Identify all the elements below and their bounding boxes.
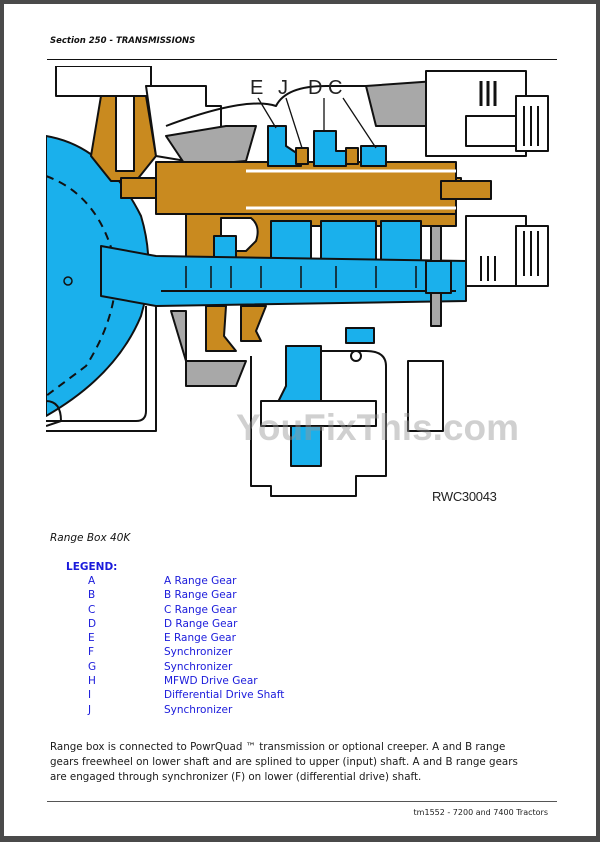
legend-label: MFWD Drive Gear [164,675,258,688]
legend-item: B B Range Gear [88,589,284,603]
footer-manual-id: tm1552 - 7200 and 7400 Tractors [413,808,548,817]
range-box-cutaway-diagram: E J D C [46,66,560,518]
legend-key: B [88,589,96,602]
gear-c [360,145,387,167]
legend-item: D D Range Gear [88,618,284,632]
legend-item: J Synchronizer [88,704,284,718]
legend-label: A Range Gear [164,575,237,587]
description-line: are engaged through synchronizer (F) on … [50,771,422,783]
callout-e: E [250,77,263,99]
input-shaft-end [440,180,492,200]
mfwd-port [350,350,362,362]
description-line: Range box is connected to PowrQuad ™ tra… [50,741,506,753]
lower-orange-gear-right [240,305,267,342]
legend-key: I [88,689,92,702]
mfwd-upper-blue [345,327,375,344]
legend-label: C Range Gear [164,603,237,616]
legend-label: Synchronizer [164,660,233,673]
callout-d: D [308,77,322,99]
legend-item: I Differential Drive Shaft [88,689,284,703]
description-paragraph: Range box is connected to PowrQuad ™ tra… [50,740,560,785]
drain-plug [46,400,62,427]
callout-j: J [278,77,288,99]
header-divider [47,59,557,60]
legend-key: J [88,703,92,716]
legend-item: F Synchronizer [88,646,284,660]
legend-key: D [88,617,97,630]
legend-key: C [88,603,96,616]
callout-c: C [328,77,342,99]
legend-item: A A Range Gear [88,575,284,589]
legend-title: LEGEND: [66,561,118,573]
gear-d [313,130,347,167]
legend-item: E E Range Gear [88,632,284,646]
watermark: YouFixThis.com [236,407,520,448]
description-line: gears freewheel on lower shaft and are s… [50,756,518,768]
legend-list: A A Range Gear B B Range Gear C C Range Gea… [88,575,284,718]
manual-page: Section 250 - TRANSMISSIONS [4,4,596,836]
lower-blue-stub [425,260,452,294]
legend-label: Differential Drive Shaft [164,689,285,702]
clutch-pack-mid [465,115,522,147]
figure-caption: Range Box 40K [50,532,131,544]
synchronizer-j [295,147,309,165]
mfwd-output-shaft [260,400,377,427]
footer-divider [47,801,557,802]
legend-item: C C Range Gear [88,604,284,618]
figure-id: RWC30043 [432,489,497,504]
legend-key: H [88,675,96,688]
section-title: Section 250 - TRANSMISSIONS [50,36,196,46]
legend-item: H MFWD Drive Gear [88,675,284,689]
housing-outline-lower-left [46,306,157,432]
pinion-housing [55,66,152,97]
housing-gray-lower [170,310,247,387]
legend-label: Synchronizer [164,646,233,659]
synchronizer-upper [345,147,359,165]
ring-gear-center [63,276,73,286]
housing-right-bracket [407,360,444,432]
legend-key: F [88,646,95,659]
lower-orange-gear-left [205,305,237,352]
mfwd-housing [250,350,387,497]
legend-key: G [88,660,97,673]
pinion-core [115,95,135,172]
legend-item: G Synchronizer [88,661,284,675]
legend-label: D Range Gear [164,617,238,630]
legend-label: Synchronizer [164,703,233,716]
legend-label: B Range Gear [164,589,237,602]
legend-key: A [88,575,96,587]
legend-label: E Range Gear [164,632,236,645]
legend-key: E [88,632,95,645]
